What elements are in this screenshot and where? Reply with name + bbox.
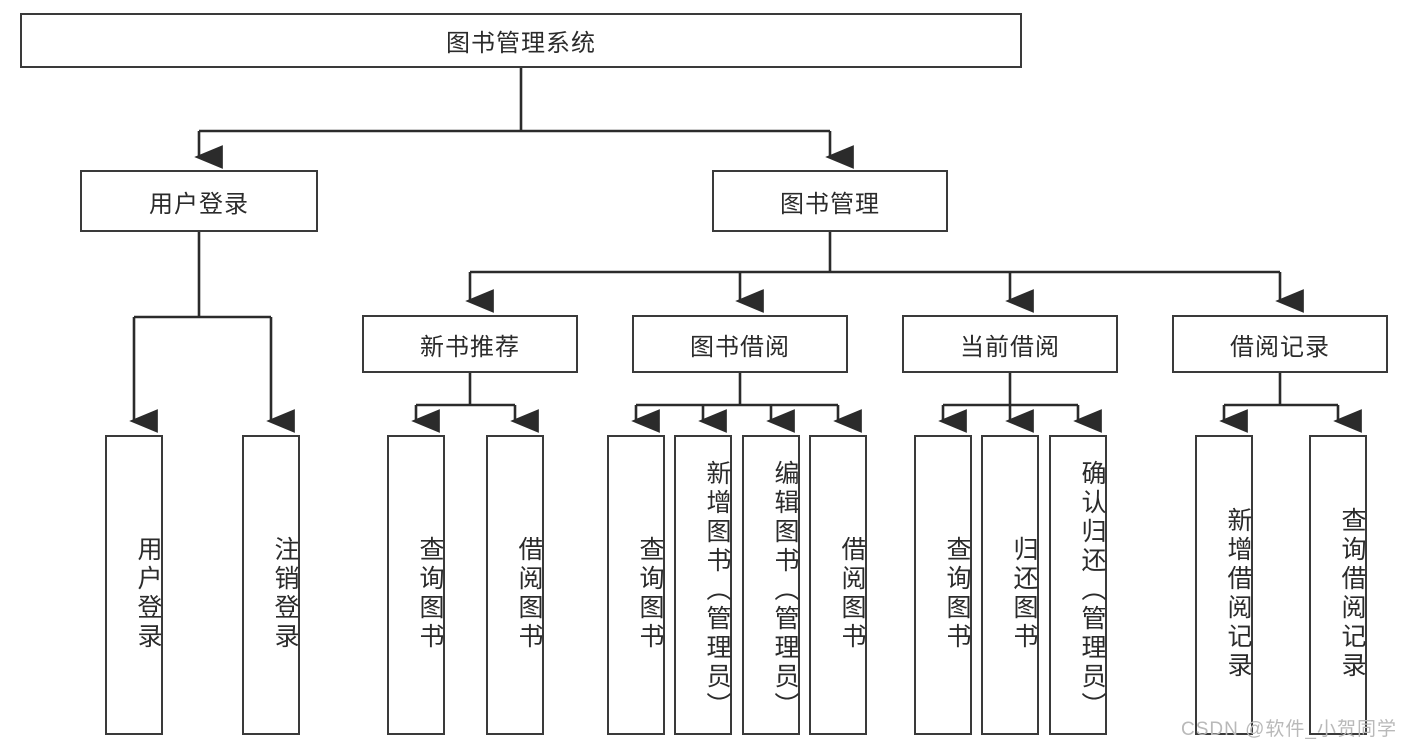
leaf-new-book-borrow-book[interactable]: 借阅图书 [486, 435, 544, 735]
leaf-current-borrow-confirm-return-admin[interactable]: 确认归还（管理员） [1049, 435, 1107, 735]
leaf-current-borrow-query-book[interactable]: 查询图书 [914, 435, 972, 735]
leaf-user-login-login[interactable]: 用户登录 [105, 435, 163, 735]
leaf-borrow-record-add-record[interactable]: 新增借阅记录 [1195, 435, 1253, 735]
leaf-book-borrow-borrow-book[interactable]: 借阅图书 [809, 435, 867, 735]
leaf-book-borrow-edit-book-admin[interactable]: 编辑图书（管理员） [742, 435, 800, 735]
node-borrow-record[interactable]: 借阅记录 [1172, 315, 1388, 373]
leaf-borrow-record-query-record[interactable]: 查询借阅记录 [1309, 435, 1367, 735]
node-new-book-recommend[interactable]: 新书推荐 [362, 315, 578, 373]
node-book-borrow[interactable]: 图书借阅 [632, 315, 848, 373]
leaf-user-login-logout[interactable]: 注销登录 [242, 435, 300, 735]
csdn-watermark: CSDN @软件_小贺同学 [1181, 719, 1397, 740]
leaf-new-book-query-book[interactable]: 查询图书 [387, 435, 445, 735]
node-user-login[interactable]: 用户登录 [80, 170, 318, 232]
leaf-book-borrow-query-book[interactable]: 查询图书 [607, 435, 665, 735]
leaf-book-borrow-add-book-admin[interactable]: 新增图书（管理员） [674, 435, 732, 735]
node-book-management[interactable]: 图书管理 [712, 170, 948, 232]
node-current-borrow[interactable]: 当前借阅 [902, 315, 1118, 373]
node-root-book-management-system[interactable]: 图书管理系统 [20, 13, 1022, 68]
leaf-current-borrow-return-book[interactable]: 归还图书 [981, 435, 1039, 735]
